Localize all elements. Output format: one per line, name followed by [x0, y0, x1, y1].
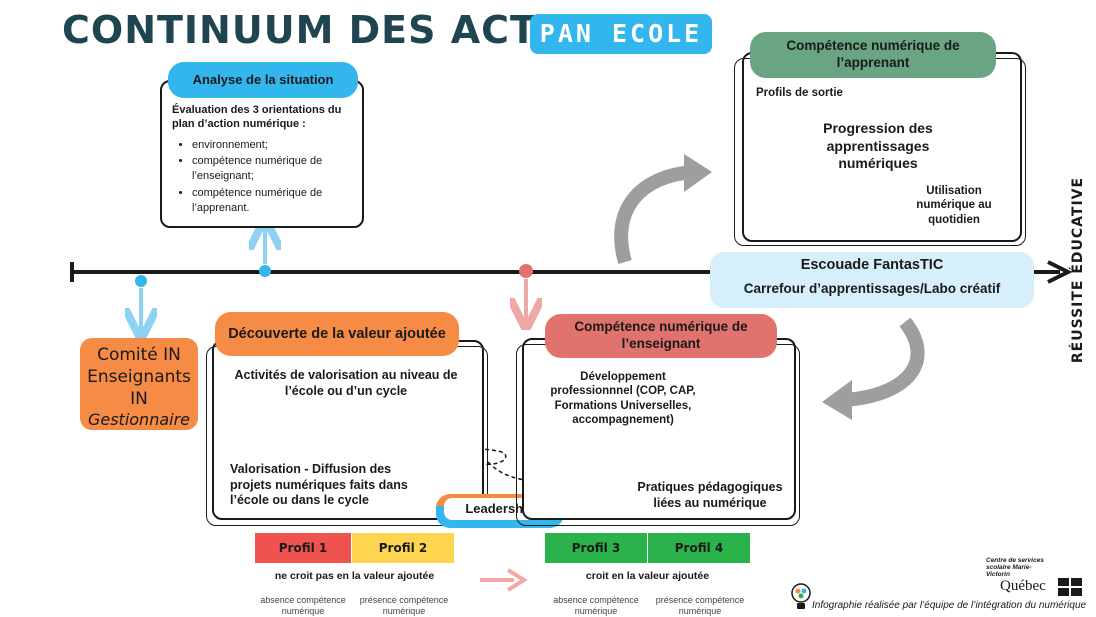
- css-logo-text: Centre de services scolaire Marie-Victor…: [986, 557, 1044, 578]
- profil-3: Profil 3: [545, 533, 647, 563]
- comite-line: Enseignants IN: [87, 367, 191, 410]
- decouverte-text1: Activités de valorisation au niveau de l…: [234, 368, 458, 398]
- comite-block: Comité IN Enseignants IN Gestionnaire: [80, 338, 198, 430]
- enseignant-header: Compétence numérique de l’enseignant: [545, 314, 777, 358]
- valeur-right: croit en la valeur ajoutée: [585, 570, 710, 582]
- apprenant-header: Compétence numérique de l’apprenant: [750, 32, 996, 78]
- credit-text: Infographie réalisée par l’équipe de l’i…: [812, 600, 1087, 611]
- apprenant-box: [742, 52, 1022, 242]
- timeline-dot-analyse: [259, 265, 271, 277]
- profil-4: Profil 4: [648, 533, 750, 563]
- decouverte-box: [212, 340, 484, 520]
- sub-label: absence compétence numérique: [553, 595, 639, 616]
- escouade-line1: Escouade FantasTIC: [800, 257, 944, 273]
- analyse-item: compétence numérique de l’apprenant.: [192, 186, 354, 216]
- profil-2: Profil 2: [352, 533, 454, 563]
- apprenant-profils: Profils de sortie: [756, 87, 843, 99]
- profil-1: Profil 1: [255, 533, 351, 563]
- analyse-item: compétence numérique de l’enseignant;: [192, 154, 354, 184]
- valeur-left: ne croit pas en la valeur ajoutée: [274, 570, 435, 582]
- comite-line: Gestionnaire: [87, 410, 191, 430]
- title-badge: PAN ECOLE: [530, 14, 712, 54]
- apprenant-progression: Progression des apprentissages numérique…: [823, 120, 933, 171]
- timeline-dot-enseignant: [519, 264, 533, 278]
- comite-line: Comité IN: [97, 345, 181, 365]
- analyse-item: environnement;: [192, 138, 354, 153]
- lightbulb-icon: [791, 583, 811, 609]
- timeline-dot-comite: [135, 275, 147, 287]
- analyse-box: Évaluation des 3 orientations du plan d’…: [160, 80, 364, 228]
- decouverte-header: Découverte de la valeur ajoutée: [215, 312, 459, 356]
- sub-label: présence compétence numérique: [359, 595, 449, 616]
- sub-label: absence compétence numérique: [260, 595, 346, 616]
- analyse-list: environnement; compétence numérique de l…: [172, 138, 354, 216]
- enseignant-box: [522, 338, 796, 520]
- reussite-label: RÉUSSITE ÉDUCATIVE: [1070, 176, 1086, 364]
- sub-label: présence compétence numérique: [655, 595, 745, 616]
- apprenant-utilisation: Utilisation numérique au quotidien: [916, 185, 992, 226]
- enseignant-text2: Pratiques pédagogiques liées au numériqu…: [637, 480, 783, 510]
- quebec-flag-icon: [1058, 578, 1082, 596]
- quebec-wordmark: Québec: [1000, 578, 1046, 594]
- escouade-block: [710, 252, 1034, 308]
- analyse-intro: Évaluation des 3 orientations du plan d’…: [172, 104, 342, 130]
- enseignant-text1: Développement professionnnel (COP, CAP, …: [550, 371, 696, 427]
- escouade-line2: Carrefour d’apprentissages/Labo créatif: [743, 281, 1001, 296]
- analyse-header: Analyse de la situation: [168, 62, 358, 98]
- decouverte-text2: Valorisation - Diffusion des projets num…: [230, 462, 408, 508]
